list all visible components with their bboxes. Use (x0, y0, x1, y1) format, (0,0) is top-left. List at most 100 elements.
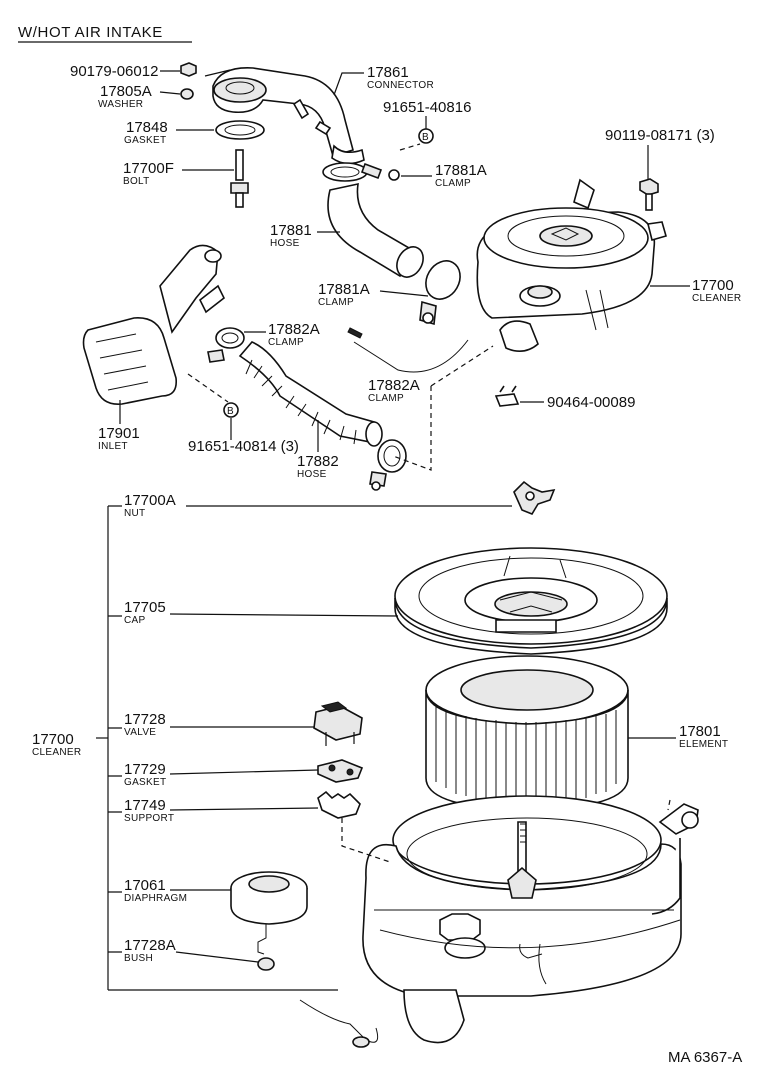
label-17861: 17861 CONNECTOR (333, 64, 434, 96)
svg-text:WASHER: WASHER (98, 99, 143, 110)
marker-b-lower: B (223, 402, 239, 418)
svg-text:17700F: 17700F (123, 160, 174, 177)
svg-text:17700: 17700 (32, 731, 74, 748)
element-drawing (425, 655, 629, 811)
svg-text:CLEANER: CLEANER (692, 293, 741, 304)
svg-text:17700: 17700 (692, 277, 734, 294)
label-17749: 17749 SUPPORT (124, 797, 319, 824)
label-17882A-left: 17882A CLAMP (244, 321, 320, 348)
svg-text:17728: 17728 (124, 711, 166, 728)
wing-nut-drawing (513, 480, 556, 515)
bush-drawing (257, 957, 275, 971)
label-91651-40816: 91651-40816 (383, 99, 471, 129)
washer-drawing (180, 88, 194, 100)
svg-text:17705: 17705 (124, 599, 166, 616)
svg-text:91651-40814 (3): 91651-40814 (3) (188, 438, 299, 455)
label-17901: 17901 INLET (98, 400, 140, 452)
label-17700F: 17700F BOLT (123, 160, 234, 187)
svg-text:90179-06012: 90179-06012 (70, 63, 158, 80)
svg-text:17882: 17882 (297, 453, 339, 470)
inlet-drawing (82, 244, 226, 405)
svg-text:HOSE: HOSE (270, 238, 300, 249)
svg-text:B: B (227, 406, 234, 417)
dash-connector-5 (341, 818, 391, 863)
clamp-lower-drawing (419, 260, 461, 326)
gasket-ring-drawing (215, 120, 265, 140)
svg-text:CLEANER: CLEANER (32, 747, 81, 758)
label-17728: 17728 VALVE (124, 711, 314, 738)
dash-connector-2 (430, 345, 494, 387)
support-drawing (317, 790, 361, 819)
label-17700A: 17700A NUT (124, 492, 512, 519)
dash-connector-3 (187, 373, 229, 403)
diagram-title: W/HOT AIR INTAKE (18, 24, 163, 41)
svg-text:HOSE: HOSE (297, 469, 327, 480)
label-17848: 17848 GASKET (124, 119, 214, 146)
cleaner-bracket (107, 505, 338, 991)
clamp-upper-drawing (322, 162, 400, 182)
svg-text:INLET: INLET (98, 441, 128, 452)
marker-b-upper: B (418, 128, 434, 144)
svg-text:SUPPORT: SUPPORT (124, 813, 174, 824)
svg-text:17882A: 17882A (268, 321, 320, 338)
label-17881A-lower: 17881A CLAMP (318, 281, 429, 308)
svg-text:17801: 17801 (679, 723, 721, 740)
svg-text:CONNECTOR: CONNECTOR (367, 80, 434, 91)
svg-text:17061: 17061 (124, 877, 166, 894)
svg-text:17749: 17749 (124, 797, 166, 814)
diaphragm-drawing (230, 871, 308, 955)
svg-text:17728A: 17728A (124, 937, 176, 954)
cap-drawing (394, 547, 668, 655)
svg-text:17848: 17848 (126, 119, 168, 136)
svg-text:17881: 17881 (270, 222, 312, 239)
label-90464-00089: 90464-00089 (520, 394, 635, 411)
label-17729: 17729 GASKET (124, 761, 319, 788)
svg-text:GASKET: GASKET (124, 777, 166, 788)
svg-text:CLAMP: CLAMP (368, 393, 404, 404)
svg-text:VALVE: VALVE (124, 727, 156, 738)
svg-text:CLAMP: CLAMP (435, 178, 471, 189)
svg-text:CLAMP: CLAMP (318, 297, 354, 308)
label-17882: 17882 HOSE (297, 420, 339, 480)
svg-text:BUSH: BUSH (124, 953, 153, 964)
clamp-inlet-drawing (207, 327, 245, 363)
svg-text:CLAMP: CLAMP (268, 337, 304, 348)
dash-connector-6 (667, 799, 671, 811)
dash-connector-4 (399, 143, 421, 151)
connector-drawing (204, 67, 365, 165)
label-90179-06012: 90179-06012 (70, 63, 180, 80)
label-17881A-upper: 17881A CLAMP (401, 162, 487, 189)
label-17700-lower: 17700 CLEANER (32, 731, 81, 758)
svg-text:17882A: 17882A (368, 377, 420, 394)
bolt-drawing (230, 149, 249, 208)
valve-drawing (313, 701, 363, 746)
label-17700-upper: 17700 CLEANER (650, 277, 741, 304)
cleaner-upper-drawing (347, 178, 667, 373)
svg-text:17729: 17729 (124, 761, 166, 778)
svg-text:CAP: CAP (124, 615, 145, 626)
svg-text:17881A: 17881A (435, 162, 487, 179)
label-17801: 17801 ELEMENT (628, 723, 728, 750)
svg-text:17700A: 17700A (124, 492, 176, 509)
svg-text:B: B (422, 132, 429, 143)
svg-text:90119-08171 (3): 90119-08171 (3) (605, 127, 715, 144)
svg-text:ELEMENT: ELEMENT (679, 739, 728, 750)
label-17881: 17881 HOSE (270, 222, 340, 249)
clip-drawing (494, 385, 520, 407)
label-91651-40814: 91651-40814 (3) (188, 418, 299, 455)
svg-text:DIAPHRAGM: DIAPHRAGM (124, 893, 187, 904)
svg-text:91651-40816: 91651-40816 (383, 99, 471, 116)
label-17705: 17705 CAP (124, 599, 399, 626)
footer-code: MA 6367-A (668, 1049, 742, 1066)
svg-text:17805A: 17805A (100, 83, 152, 100)
label-17805A: 17805A WASHER (98, 83, 181, 110)
dash-connector-1 (392, 386, 432, 471)
hose-corrugated-drawing (238, 341, 383, 447)
svg-text:BOLT: BOLT (123, 176, 150, 187)
nut-drawing (180, 62, 197, 77)
svg-text:90464-00089: 90464-00089 (547, 394, 635, 411)
label-90119-08171: 90119-08171 (3) (605, 127, 715, 180)
gasket-valve-drawing (317, 759, 364, 783)
clamp-hose-drawing (369, 439, 407, 491)
